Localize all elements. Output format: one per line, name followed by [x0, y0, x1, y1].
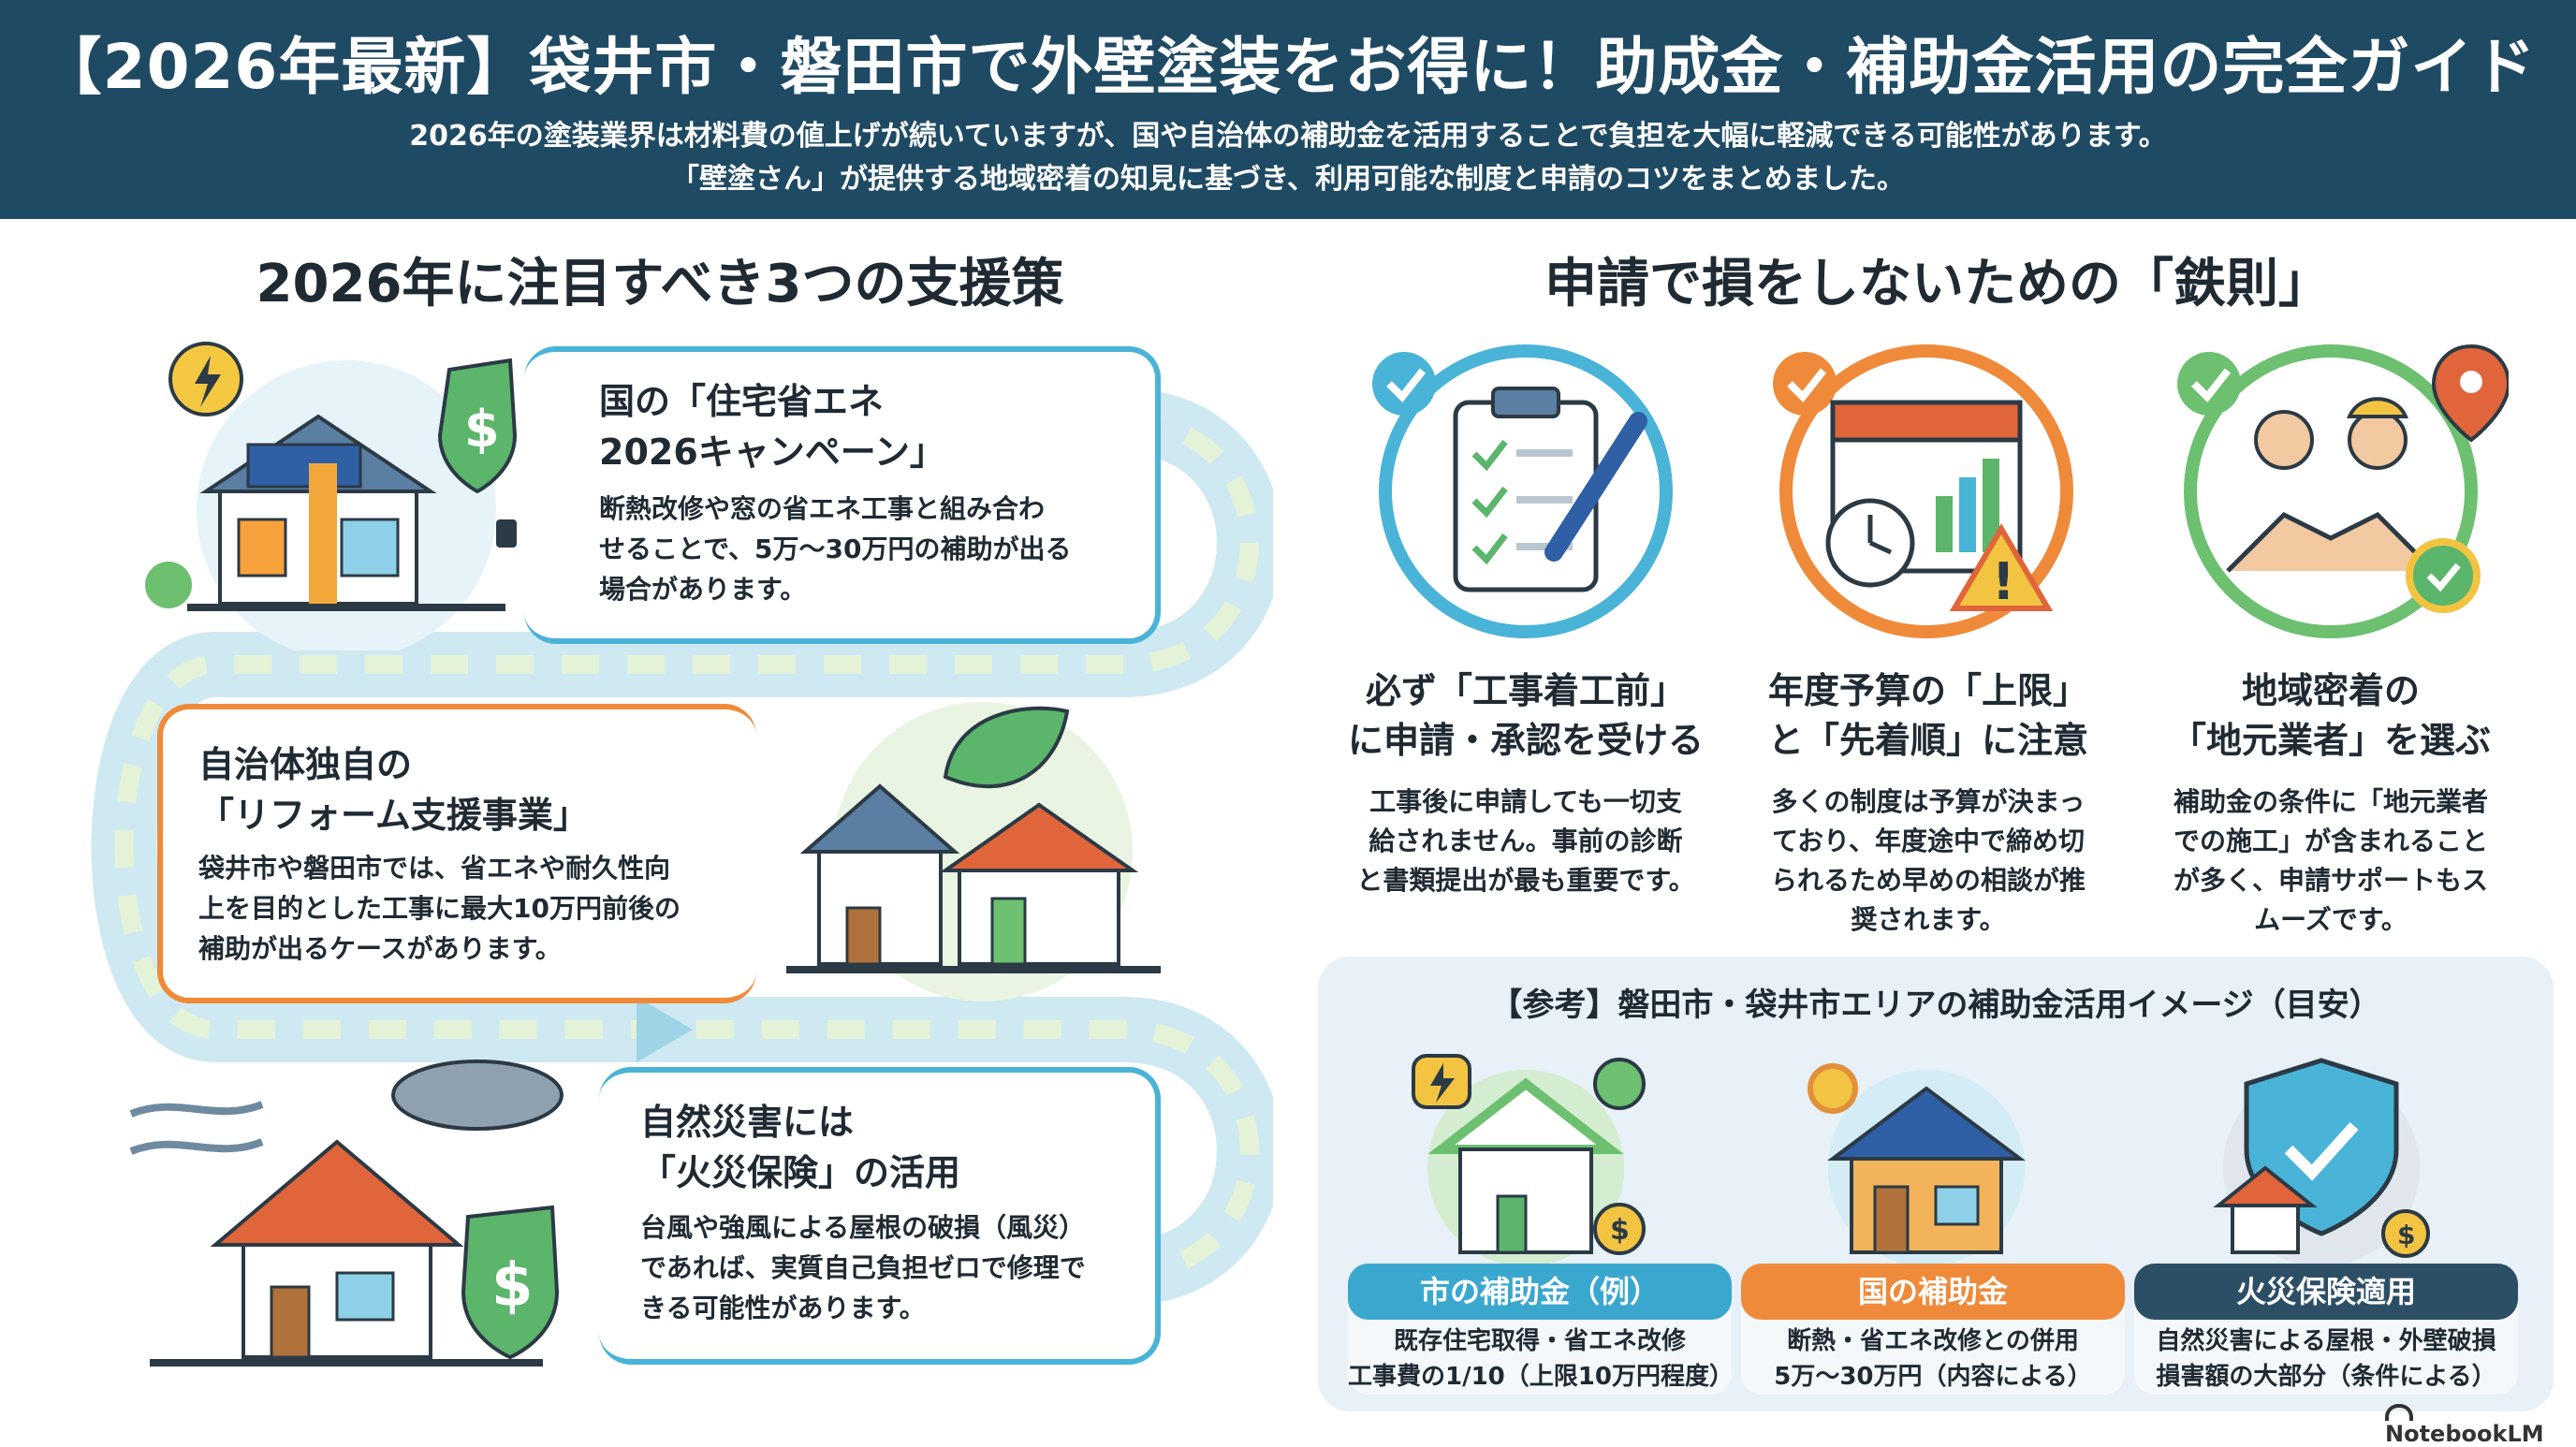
- reference-insurance-line2: 損害額の大部分（条件による）: [2156, 1363, 2496, 1391]
- card-local-heading-line2: 「リフォーム支援事業」: [198, 795, 589, 836]
- notebooklm-label: NotebookLM: [2385, 1420, 2544, 1447]
- flow-path-decoration: [91, 388, 1273, 1306]
- fire-insurance-shield-icon: $: [2213, 1058, 2430, 1266]
- support-card-local: [157, 704, 756, 1003]
- card-national-heading-line1: 国の「住宅省エネ: [599, 381, 885, 422]
- page-title: 【2026年最新】袋井市・磐田市で外壁塗装をお得に！助成金・補助金活用の完全ガイ…: [39, 31, 2537, 103]
- card-national-text-line1: 断熱改修や窓の省エネ工事と組み合わ: [599, 493, 1046, 524]
- rule-3-title-line1: 地域密着の: [2241, 670, 2420, 711]
- subtitle-line-1: 2026年の塗装業界は材料費の値上げが続いていますが、国や自治体の補助金を活用す…: [409, 120, 2167, 153]
- right-section-title: 申請で損をしないための「鉄則」: [1544, 254, 2331, 314]
- rule-2-text-line4: 奨されます。: [1851, 904, 2006, 935]
- reference-national-line1: 断熱・省エネ改修との併用: [1787, 1327, 2079, 1355]
- reference-text-national: 断熱・省エネ改修との併用 5万〜30万円（内容による）: [1741, 1323, 2125, 1395]
- card-insurance-text-line3: きる可能性があります。: [640, 1293, 926, 1323]
- card-local-text: 袋井市や磐田市では、省エネや耐久性向 上を目的とした工事に最大10万円前後の 補…: [198, 848, 751, 969]
- reference-label-insurance: 火災保険適用: [2134, 1264, 2518, 1320]
- card-insurance-text-line1: 台風や強風による屋根の破損（風災）: [640, 1212, 1086, 1243]
- rule-1-title-line2: に申請・承認を受ける: [1347, 720, 1704, 761]
- reference-city-line2: 工事費の1/10（上限10万円程度）: [1348, 1363, 1734, 1391]
- card-national-text-line2: せることで、5万〜30万円の補助が出る: [599, 533, 1072, 564]
- storm-house-illustration: $: [129, 1060, 564, 1367]
- header-banner: [0, 0, 2576, 219]
- rule-3-text-line1: 補助金の条件に「地元業者: [2173, 786, 2488, 817]
- support-card-national: [524, 346, 1161, 644]
- rule-2-text-line1: 多くの制度は予算が決まっ: [1771, 786, 2086, 817]
- support-card-insurance: [599, 1067, 1161, 1365]
- card-national-text: 断熱改修や窓の省エネ工事と組み合わ せることで、5万〜30万円の補助が出る 場合…: [599, 489, 1142, 609]
- left-section-title: 2026年に注目すべき3つの支援策: [256, 254, 1064, 314]
- reference-national-line2: 5万〜30万円（内容による）: [1774, 1363, 2092, 1391]
- rule-1-text-line1: 工事後に申請しても一切支: [1369, 786, 1682, 817]
- card-national-heading-line2: 2026キャンペーン」: [599, 431, 945, 473]
- rule-3-text-line4: ムーズです。: [2254, 904, 2408, 935]
- card-local-text-line2: 上を目的とした工事に最大10万円前後の: [198, 893, 681, 924]
- svg-text:$: $: [2397, 1220, 2415, 1250]
- rule-1-text-line2: 給されません。事前の診断: [1368, 826, 1683, 856]
- card-insurance-text-line2: であれば、実質自己負担ゼロで修理で: [640, 1252, 1086, 1283]
- notebooklm-logo-icon: [2385, 1403, 2413, 1421]
- rule-2-text-line3: られるため早めの相談が推: [1770, 865, 2086, 896]
- reference-text-insurance: 自然災害による屋根・外壁破損 損害額の大部分（条件による）: [2134, 1323, 2518, 1395]
- reference-label-national: 国の補助金: [1741, 1264, 2125, 1320]
- calendar-icon: !: [1773, 344, 2073, 638]
- card-national-text-line3: 場合があります。: [599, 574, 807, 605]
- rule-before-construction: 必ず「工事着工前」 に申請・承認を受ける 工事後に申請しても一切支 給されません…: [1329, 666, 1722, 900]
- svg-text:$: $: [1610, 1214, 1630, 1247]
- rule-3-title-line2: 「地元業者」を選ぶ: [2170, 720, 2491, 761]
- rule-1-title-line1: 必ず「工事着工前」: [1365, 670, 1686, 711]
- subtitle-line-2: 「壁塗さん」が提供する地域密着の知見に基づき、利用可能な制度と申請のコツをまとめ…: [671, 163, 1905, 196]
- card-local-text-line1: 袋井市や磐田市では、省エネや耐久性向: [198, 853, 671, 884]
- reference-text-city: 既存住宅取得・省エネ改修 工事費の1/10（上限10万円程度）: [1348, 1323, 1734, 1395]
- svg-text:$: $: [491, 1251, 534, 1321]
- card-national-heading: 国の「住宅省エネ 2026キャンペーン」: [599, 376, 1123, 477]
- handshake-icon: [2177, 343, 2509, 638]
- rule-budget-limit: 年度予算の「上限」 と「先着順」に注意 多くの制度は予算が決まっ ており、年度途…: [1732, 666, 2125, 940]
- card-insurance-text: 台風や強風による屋根の破損（風災） であれば、実質自己負担ゼロで修理で きる可能…: [640, 1207, 1146, 1328]
- card-local-heading: 自治体独自の 「リフォーム支援事業」: [198, 739, 723, 840]
- eco-houses-illustration: [786, 702, 1161, 1001]
- card-insurance-heading-line2: 「火災保険」の活用: [640, 1152, 961, 1193]
- reference-insurance-line1: 自然災害による屋根・外壁破損: [2156, 1327, 2496, 1355]
- national-subsidy-house-icon: [1808, 1063, 2026, 1266]
- reference-city-line1: 既存住宅取得・省エネ改修: [1393, 1327, 1686, 1355]
- rule-2-title-line1: 年度予算の「上限」: [1767, 670, 2088, 711]
- reference-label-city: 市の補助金（例）: [1348, 1264, 1732, 1320]
- rule-local-contractor: 地域密着の 「地元業者」を選ぶ 補助金の条件に「地元業者 での施工」が含まれるこ…: [2134, 666, 2527, 940]
- card-insurance-heading-line1: 自然災害には: [640, 1102, 855, 1143]
- solar-house-illustration: $: [145, 342, 518, 650]
- city-subsidy-house-icon: $: [1412, 1054, 1646, 1266]
- svg-text:!: !: [1992, 552, 2015, 611]
- rule-2-text-line2: ており、年度途中で締め切: [1771, 826, 2086, 856]
- card-local-heading-line1: 自治体独自の: [198, 744, 413, 785]
- rule-3-text-line3: が多く、申請サポートもス: [2173, 865, 2488, 896]
- svg-text:$: $: [464, 400, 500, 459]
- card-local-text-line3: 補助が出るケースがあります。: [198, 933, 562, 964]
- card-insurance-heading: 自然災害には 「火災保険」の活用: [640, 1097, 1146, 1198]
- clipboard-icon: [1372, 344, 1673, 638]
- reference-title: 【参考】磐田市・袋井市エリアの補助金活用イメージ（目安）: [1490, 987, 2381, 1024]
- notebooklm-brand: NotebookLM: [2385, 1402, 2572, 1447]
- rule-3-text-line2: での施工」が含まれること: [2173, 826, 2488, 856]
- rule-1-text-line3: と書類提出が最も重要です。: [1356, 865, 1695, 896]
- rule-2-title-line2: と「先着順」に注意: [1767, 720, 2088, 761]
